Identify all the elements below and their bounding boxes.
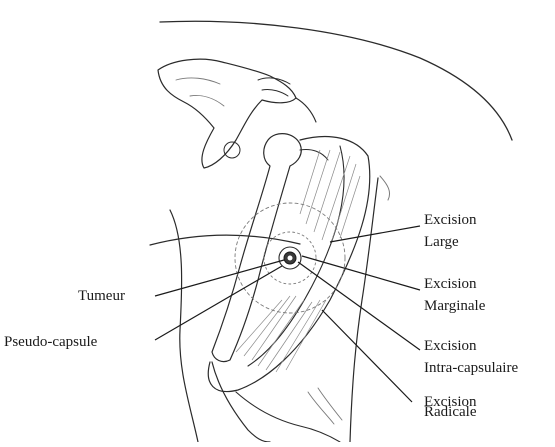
label-excision-intra-line1: Excision <box>424 338 477 354</box>
label-excision-large-line2: Large <box>424 234 459 250</box>
leader-pseudo-capsule <box>155 266 282 340</box>
tail-stub <box>296 98 316 122</box>
leader-excision-marginale <box>302 256 420 290</box>
pelvis-bone <box>158 59 296 168</box>
label-excision-marginale-line2: Marginale <box>424 298 486 314</box>
rear-fold-line <box>380 176 390 200</box>
body-contour-top <box>160 21 512 140</box>
leader-excision-radicale <box>322 310 412 402</box>
body-contour-front <box>150 235 300 245</box>
label-tumeur: Tumeur <box>78 288 125 304</box>
front-leg-contour <box>170 210 198 442</box>
label-pseudo-capsule: Pseudo-capsule <box>4 334 98 350</box>
muscle-hatching <box>236 150 360 372</box>
lower-leg <box>212 362 342 442</box>
label-excision-marginale-line1: Excision <box>424 276 477 292</box>
label-excision-radicale-line2: Radicale <box>424 404 477 420</box>
label-excision-intra-line2: Intra-capsulaire <box>424 360 518 376</box>
label-excision-large-line1: Excision <box>424 212 477 228</box>
tumour-core <box>288 256 293 261</box>
leader-tumeur <box>155 260 284 296</box>
leader-excision-large <box>330 226 420 242</box>
